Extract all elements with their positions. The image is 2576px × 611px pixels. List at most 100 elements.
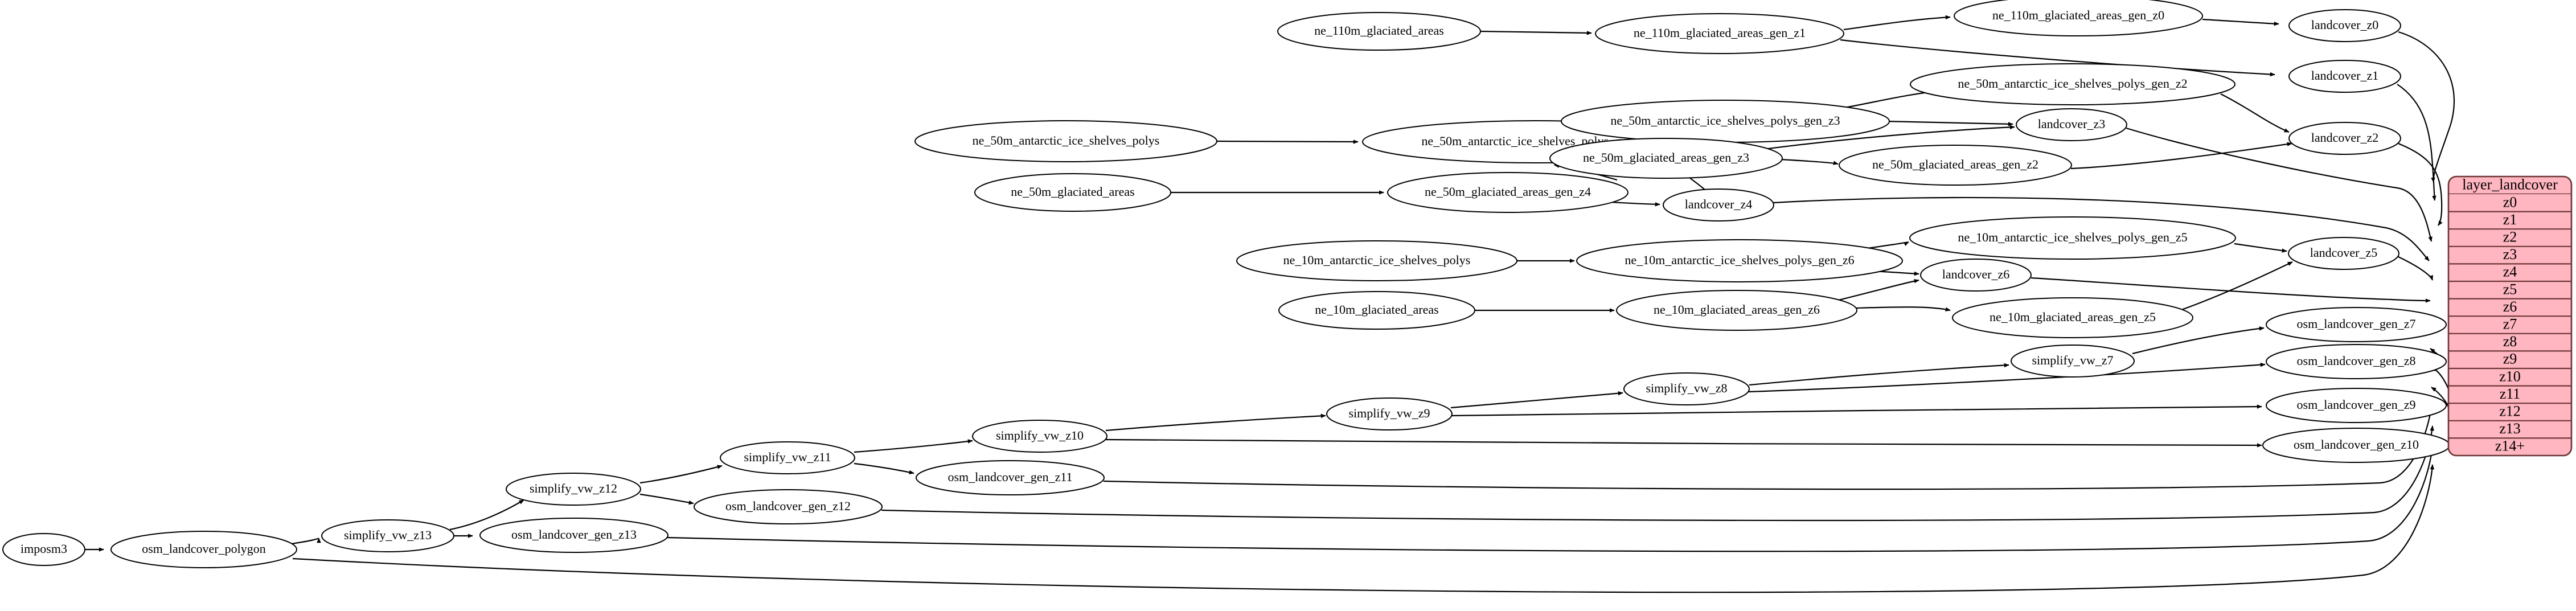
node-ne_50m_glaciated_areas_gen_z2[interactable]: ne_50m_glaciated_areas_gen_z2 xyxy=(1839,145,2072,186)
table-cell-bg-z4 xyxy=(2448,264,2571,281)
node-label-simplify_vw_z11: simplify_vw_z11 xyxy=(744,450,831,464)
table-row-z11[interactable]: z11 xyxy=(2448,385,2571,404)
edge-osm-z11-to-table-z11 xyxy=(1103,406,2433,490)
table-row-z6[interactable]: z6 xyxy=(2448,298,2571,317)
table-row-z2[interactable]: z2 xyxy=(2448,228,2571,247)
node-ne_110m_glaciated_areas_gen_z0[interactable]: ne_110m_glaciated_areas_gen_z0 xyxy=(1954,0,2203,36)
edge-landcover-z4-to-table-z4 xyxy=(1773,196,2430,261)
table-cell-bg-z2 xyxy=(2448,229,2571,247)
node-label-imposm3: imposm3 xyxy=(20,542,67,556)
node-ellipse-landcover_z1 xyxy=(2288,60,2401,93)
node-landcover_z1[interactable]: landcover_z1 xyxy=(2288,60,2401,93)
node-simplify_vw_z9[interactable]: simplify_vw_z9 xyxy=(1326,397,1453,430)
node-label-ne_50m_antarctic_ice_shelves_polys_gen_z3: ne_50m_antarctic_ice_shelves_polys_gen_z… xyxy=(1610,113,1840,128)
edge-osm-z13-to-table-z13 xyxy=(667,445,2435,552)
table-title: layer_landcover xyxy=(2462,176,2558,192)
table-row-z8[interactable]: z8 xyxy=(2448,333,2571,351)
node-simplify_vw_z11[interactable]: simplify_vw_z11 xyxy=(720,441,855,474)
node-label-landcover_z0: landcover_z0 xyxy=(2311,18,2379,32)
node-ne_50m_antarctic_ice_shelves_polys_gen_z3[interactable]: ne_50m_antarctic_ice_shelves_polys_gen_z… xyxy=(1561,100,1890,143)
node-ne_50m_antarctic_ice_shelves_polys_gen_z2[interactable]: ne_50m_antarctic_ice_shelves_polys_gen_z… xyxy=(1910,63,2235,105)
table-row-z10[interactable]: z10 xyxy=(2448,367,2571,386)
node-label-landcover_z3: landcover_z3 xyxy=(2038,117,2106,131)
edge-landcover-z3-to-table-z3 xyxy=(2126,127,2433,242)
node-imposm3[interactable]: imposm3 xyxy=(2,533,85,566)
table-row-z14+[interactable]: z14+ xyxy=(2448,437,2571,456)
node-ne_50m_antarctic_ice_shelves_polys[interactable]: ne_50m_antarctic_ice_shelves_polys xyxy=(914,120,1217,162)
table-cell-bg-z12 xyxy=(2448,403,2571,421)
node-ne_10m_glaciated_areas_gen_z5[interactable]: ne_10m_glaciated_areas_gen_z5 xyxy=(1952,297,2193,338)
node-osm_landcover_polygon[interactable]: osm_landcover_polygon xyxy=(110,531,297,568)
table-row-z7[interactable]: z7 xyxy=(2448,315,2571,334)
node-landcover_z6[interactable]: landcover_z6 xyxy=(1920,259,2032,292)
node-simplify_vw_z13[interactable]: simplify_vw_z13 xyxy=(321,519,454,552)
node-simplify_vw_z12[interactable]: simplify_vw_z12 xyxy=(506,473,641,506)
node-ne_10m_glaciated_areas[interactable]: ne_10m_glaciated_areas xyxy=(1278,291,1475,330)
node-ne_50m_glaciated_areas_gen_z3[interactable]: ne_50m_glaciated_areas_gen_z3 xyxy=(1549,138,1783,179)
table-cell-label-z9: z9 xyxy=(2503,351,2517,367)
table-cell-bg-z11 xyxy=(2448,386,2571,404)
node-landcover_z5[interactable]: landcover_z5 xyxy=(2288,237,2399,270)
node-ne_10m_antarctic_ice_shelves_polys[interactable]: ne_10m_antarctic_ice_shelves_polys xyxy=(1236,240,1517,281)
table-row-z13[interactable]: z13 xyxy=(2448,420,2571,438)
edge-landcover-z6-to-table-z6 xyxy=(2031,277,2431,303)
node-ellipse-landcover_z6 xyxy=(1920,259,2032,292)
node-osm_landcover_gen_z8[interactable]: osm_landcover_gen_z8 xyxy=(2266,344,2447,379)
table-row-z5[interactable]: z5 xyxy=(2448,280,2571,299)
node-simplify_vw_z8[interactable]: simplify_vw_z8 xyxy=(1623,372,1750,405)
node-label-osm_landcover_gen_z12: osm_landcover_gen_z12 xyxy=(725,499,851,513)
node-ne_110m_glaciated_areas[interactable]: ne_110m_glaciated_areas xyxy=(1277,12,1481,51)
node-osm_landcover_gen_z7[interactable]: osm_landcover_gen_z7 xyxy=(2266,307,2447,342)
node-landcover_z0[interactable]: landcover_z0 xyxy=(2288,9,2401,42)
node-label-landcover_z1: landcover_z1 xyxy=(2311,68,2379,83)
node-label-simplify_vw_z10: simplify_vw_z10 xyxy=(996,428,1084,442)
edge-50m-glac-z3-to-z2 xyxy=(1779,158,1839,165)
node-ellipse-ne_50m_glaciated_areas_gen_z2 xyxy=(1839,145,2072,186)
node-label-ne_10m_glaciated_areas_gen_z6: ne_10m_glaciated_areas_gen_z6 xyxy=(1654,302,1820,317)
edge-simplify-z10-to-simplify-z9 xyxy=(1105,413,1326,432)
edge-simplify-z13-to-simplify-z12 xyxy=(449,499,524,531)
edge-simplify-z10-to-osm-z10 xyxy=(1105,438,2262,448)
node-ellipse-landcover_z4 xyxy=(1663,188,1774,222)
table-row-z3[interactable]: z3 xyxy=(2448,245,2571,264)
node-ellipse-landcover_z0 xyxy=(2288,9,2401,42)
edge-osm-z12-to-table-z12 xyxy=(881,425,2434,522)
table-cell-label-z3: z3 xyxy=(2503,246,2517,263)
edge-simplify-z9-to-osm-z9 xyxy=(1450,404,2262,417)
node-simplify_vw_z7[interactable]: simplify_vw_z7 xyxy=(2011,345,2135,378)
layer-landcover-table: layer_landcoverz0z1z2z3z4z5z6z7z8z9z10z1… xyxy=(2447,175,2573,457)
node-osm_landcover_gen_z10[interactable]: osm_landcover_gen_z10 xyxy=(2262,428,2450,463)
node-simplify_vw_z10[interactable]: simplify_vw_z10 xyxy=(972,420,1107,453)
table-cell-label-z12: z12 xyxy=(2499,403,2521,419)
node-osm_landcover_gen_z13[interactable]: osm_landcover_gen_z13 xyxy=(479,518,668,553)
node-ne_50m_glaciated_areas[interactable]: ne_50m_glaciated_areas xyxy=(974,173,1171,212)
node-label-landcover_z2: landcover_z2 xyxy=(2311,130,2379,145)
node-landcover_z3[interactable]: landcover_z3 xyxy=(2016,108,2127,141)
edge-osm-polygon-to-simplify-z13 xyxy=(291,537,321,545)
node-ellipse-osm_landcover_gen_z8 xyxy=(2266,344,2447,379)
table-row-z12[interactable]: z12 xyxy=(2448,403,2571,421)
node-ne_10m_antarctic_ice_shelves_polys_gen_z5[interactable]: ne_10m_antarctic_ice_shelves_polys_gen_z… xyxy=(1909,216,2236,260)
edge-simplify-z9-to-simplify-z8 xyxy=(1450,391,1623,409)
node-ne_10m_glaciated_areas_gen_z6[interactable]: ne_10m_glaciated_areas_gen_z6 xyxy=(1616,290,1857,331)
node-osm_landcover_gen_z9[interactable]: osm_landcover_gen_z9 xyxy=(2266,388,2447,423)
table-row-z9[interactable]: z9 xyxy=(2448,350,2571,368)
edges-layer xyxy=(84,15,2455,593)
table-cell-label-z6: z6 xyxy=(2503,298,2517,315)
table-row-z1[interactable]: z1 xyxy=(2448,211,2571,229)
table-cell-label-z11: z11 xyxy=(2500,386,2521,402)
table-row-z0[interactable]: z0 xyxy=(2448,194,2571,212)
node-ne_10m_antarctic_ice_shelves_polys_gen_z6[interactable]: ne_10m_antarctic_ice_shelves_polys_gen_z… xyxy=(1576,239,1903,282)
node-osm_landcover_gen_z11[interactable]: osm_landcover_gen_z11 xyxy=(916,460,1105,495)
node-ne_50m_glaciated_areas_gen_z4[interactable]: ne_50m_glaciated_areas_gen_z4 xyxy=(1387,172,1629,213)
node-ellipse-osm_landcover_gen_z11 xyxy=(916,460,1105,495)
node-landcover_z4[interactable]: landcover_z4 xyxy=(1663,188,1774,222)
node-label-ne_10m_antarctic_ice_shelves_polys_gen_z6: ne_10m_antarctic_ice_shelves_polys_gen_z… xyxy=(1625,253,1854,267)
table-row-z4[interactable]: z4 xyxy=(2448,263,2571,281)
node-label-ne_50m_antarctic_ice_shelves_polys_gen_z2: ne_50m_antarctic_ice_shelves_polys_gen_z… xyxy=(1958,76,2187,91)
node-label-ne_50m_glaciated_areas_gen_z3: ne_50m_glaciated_areas_gen_z3 xyxy=(1583,150,1749,165)
node-osm_landcover_gen_z12[interactable]: osm_landcover_gen_z12 xyxy=(694,489,883,524)
node-landcover_z2[interactable]: landcover_z2 xyxy=(2288,122,2401,155)
node-ne_110m_glaciated_areas_gen_z1[interactable]: ne_110m_glaciated_areas_gen_z1 xyxy=(1595,13,1844,54)
